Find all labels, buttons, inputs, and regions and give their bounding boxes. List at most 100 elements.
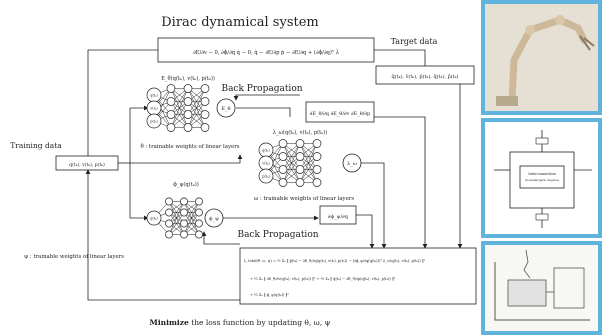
mechanical-system-illustration bbox=[481, 241, 602, 335]
nn3-weights-note: ψ : trainable weights of linear layers bbox=[24, 254, 124, 260]
nn-hidden-node bbox=[200, 110, 210, 119]
loss-line-1: L_total(θ, ω, ψ) = ½ Σₖ ‖ p̄̇(tₖ) − ∂E_θ… bbox=[244, 258, 426, 263]
neural-net-lagrange: λ_ω(q(tₖ), v(tₖ), p(tₖ)) q(tₖ)v(tₖ)p(tₖ)… bbox=[254, 129, 362, 202]
nn-hidden-node bbox=[165, 219, 173, 228]
nn-hidden-node bbox=[295, 165, 305, 174]
nn-hidden-node bbox=[195, 208, 203, 217]
nn-edge bbox=[282, 143, 301, 170]
nn-input-node bbox=[258, 168, 274, 184]
nn-hidden-node bbox=[183, 84, 193, 93]
nn-edge bbox=[299, 156, 318, 183]
nn-hidden-node bbox=[278, 178, 288, 187]
nn-input-label: v(tₖ) bbox=[261, 162, 270, 166]
nn1-label: E_θ(q(tₖ), v(tₖ), p(tₖ)) bbox=[161, 75, 215, 82]
nn-hidden-node bbox=[166, 110, 176, 119]
nn-hidden-node bbox=[295, 152, 305, 161]
nn-hidden-node bbox=[200, 123, 210, 132]
nn3-output: ϕ_ψ bbox=[209, 216, 219, 222]
nn-hidden-node bbox=[183, 97, 193, 106]
target-data-box: q̄(tₖ), v̄(tₖ), p̄(tₖ), q̄̇(tₖ), p̄̇(tₖ) bbox=[375, 65, 475, 85]
bottom-caption: Minimize the loss function by updating θ… bbox=[150, 318, 331, 327]
training-data-label: Training data bbox=[10, 141, 62, 150]
nn-hidden-node bbox=[312, 139, 322, 148]
nn-edge bbox=[282, 143, 301, 183]
training-data-box: q(tₖ), v(tₖ), p(tₖ) bbox=[55, 155, 119, 171]
nn-hidden-node bbox=[295, 139, 305, 148]
nn-hidden-node bbox=[195, 197, 203, 206]
bond-circuit-illustration: Interconnection (nonenergetic degree) bbox=[481, 118, 602, 238]
nn-edge bbox=[187, 101, 206, 128]
neural-net-energy: E_θ(q(tₖ), v(tₖ), p(tₖ)) q(tₖ) v(tₖ) p(tₖ)… bbox=[140, 75, 239, 150]
nn-edge bbox=[183, 201, 200, 235]
grad-energy-values: ∂E_θ/∂q ∂E_θ/∂v ∂E_θ/∂p bbox=[310, 111, 370, 117]
back-propagation-label-1: Back Propagation bbox=[221, 84, 302, 94]
nn-edge bbox=[299, 143, 318, 183]
nn-hidden-node bbox=[183, 123, 193, 132]
nn1-network: q(tₖ) v(tₖ) p(tₖ) bbox=[146, 84, 210, 132]
circuit-label-2: (nonenergetic degree) bbox=[525, 178, 559, 182]
nn-input-label: v(tₖ) bbox=[149, 107, 158, 111]
loss-line-3: + ½ Σₖ ‖ ϕ_ψ(q(tₖ)) ‖² bbox=[250, 292, 289, 297]
nn-hidden-node bbox=[312, 165, 322, 174]
back-propagation-label-2: Back Propagation bbox=[237, 230, 318, 240]
nn-hidden-node bbox=[278, 152, 288, 161]
nn-edge bbox=[170, 101, 189, 128]
nn-edge bbox=[187, 88, 206, 115]
dirac-equation-box: ∂E/∂v − 0, ∂ϕ/∂q q̇ − 0, q̇ − ∂E/∂p ṗ − … bbox=[157, 37, 375, 63]
nn-hidden-node bbox=[195, 230, 203, 239]
grad-constraint-value: ∂ϕ_ψ/∂q bbox=[328, 214, 349, 220]
grad-energy-box: ∂E_θ/∂q ∂E_θ/∂v ∂E_θ/∂p bbox=[305, 101, 375, 123]
nn-hidden-node bbox=[200, 84, 210, 93]
nn-hidden-node bbox=[312, 178, 322, 187]
nn-edge bbox=[168, 201, 185, 235]
neural-net-constraint: ϕ_ψ(q(tₖ)) q(tₖ) ϕ_ψ ψ : trainable weigh… bbox=[24, 181, 224, 260]
robot-arm-illustration bbox=[481, 0, 602, 115]
nn3-label: ϕ_ψ(q(tₖ)) bbox=[173, 181, 199, 188]
nn-hidden-node bbox=[200, 97, 210, 106]
nn-input-node bbox=[146, 113, 162, 129]
nn-hidden-node bbox=[295, 178, 305, 187]
nn-edge bbox=[170, 88, 189, 128]
nn-hidden-node bbox=[278, 139, 288, 148]
nn2-network: q(tₖ)v(tₖ)p(tₖ) bbox=[258, 139, 322, 187]
nn-hidden-node bbox=[166, 123, 176, 132]
nn-hidden-node bbox=[165, 230, 173, 239]
nn2-label: λ_ω(q(tₖ), v(tₖ), p(tₖ)) bbox=[273, 129, 327, 136]
nn-hidden-node bbox=[180, 230, 188, 239]
dirac-equation: ∂E/∂v − 0, ∂ϕ/∂q q̇ − 0, q̇ − ∂E/∂p ṗ − … bbox=[193, 49, 340, 56]
nn1-weights-note: θ : trainable weights of linear layers bbox=[140, 144, 239, 150]
nn-edge bbox=[183, 201, 200, 224]
caption-rest: the loss function by updating θ, ω, ψ bbox=[189, 318, 331, 327]
nn3-network: q(tₖ) bbox=[146, 197, 203, 239]
nn-edge bbox=[282, 156, 301, 183]
nn-hidden-node bbox=[195, 219, 203, 228]
nn-hidden-node bbox=[312, 152, 322, 161]
nn-edge bbox=[187, 88, 206, 128]
circuit-label-1: Interconnection bbox=[528, 172, 556, 176]
target-data-values: q̄(tₖ), v̄(tₖ), p̄(tₖ), q̄̇(tₖ), p̄̇(tₖ) bbox=[391, 73, 458, 80]
loss-function-box: L_total(θ, ω, ψ) = ½ Σₖ ‖ p̄̇(tₖ) − ∂E_θ… bbox=[239, 247, 477, 305]
caption-bold: Minimize bbox=[150, 318, 189, 327]
nn2-output: λ_ω bbox=[347, 161, 357, 167]
nn-edge bbox=[299, 143, 318, 170]
nn-hidden-node bbox=[180, 197, 188, 206]
nn-input-label: q(tₖ) bbox=[150, 94, 158, 98]
nn-hidden-node bbox=[165, 208, 173, 217]
nn-hidden-node bbox=[180, 219, 188, 228]
nn1-output: E_θ bbox=[221, 106, 230, 112]
loss-line-2: + ½ Σₖ ‖ ∂E_θ/∂v(q(tₖ), v(tₖ), p(tₖ)) ‖²… bbox=[250, 276, 396, 281]
nn-input-node bbox=[146, 210, 162, 226]
nn-hidden-node bbox=[180, 208, 188, 217]
nn-hidden-node bbox=[166, 84, 176, 93]
training-data-values: q(tₖ), v(tₖ), p(tₖ) bbox=[69, 161, 105, 168]
nn-hidden-node bbox=[165, 197, 173, 206]
nn-hidden-node bbox=[278, 165, 288, 174]
nn2-weights-note: ω : trainable weights of linear layers bbox=[254, 196, 355, 202]
connectors bbox=[85, 49, 463, 301]
nn-input-label: q(tₖ) bbox=[150, 217, 158, 221]
nn-input-label: p(tₖ) bbox=[150, 120, 158, 124]
nn-edge bbox=[168, 201, 185, 224]
diagram-title: Dirac dynamical system bbox=[161, 15, 319, 30]
nn-edge bbox=[183, 212, 200, 235]
nn-hidden-node bbox=[166, 97, 176, 106]
